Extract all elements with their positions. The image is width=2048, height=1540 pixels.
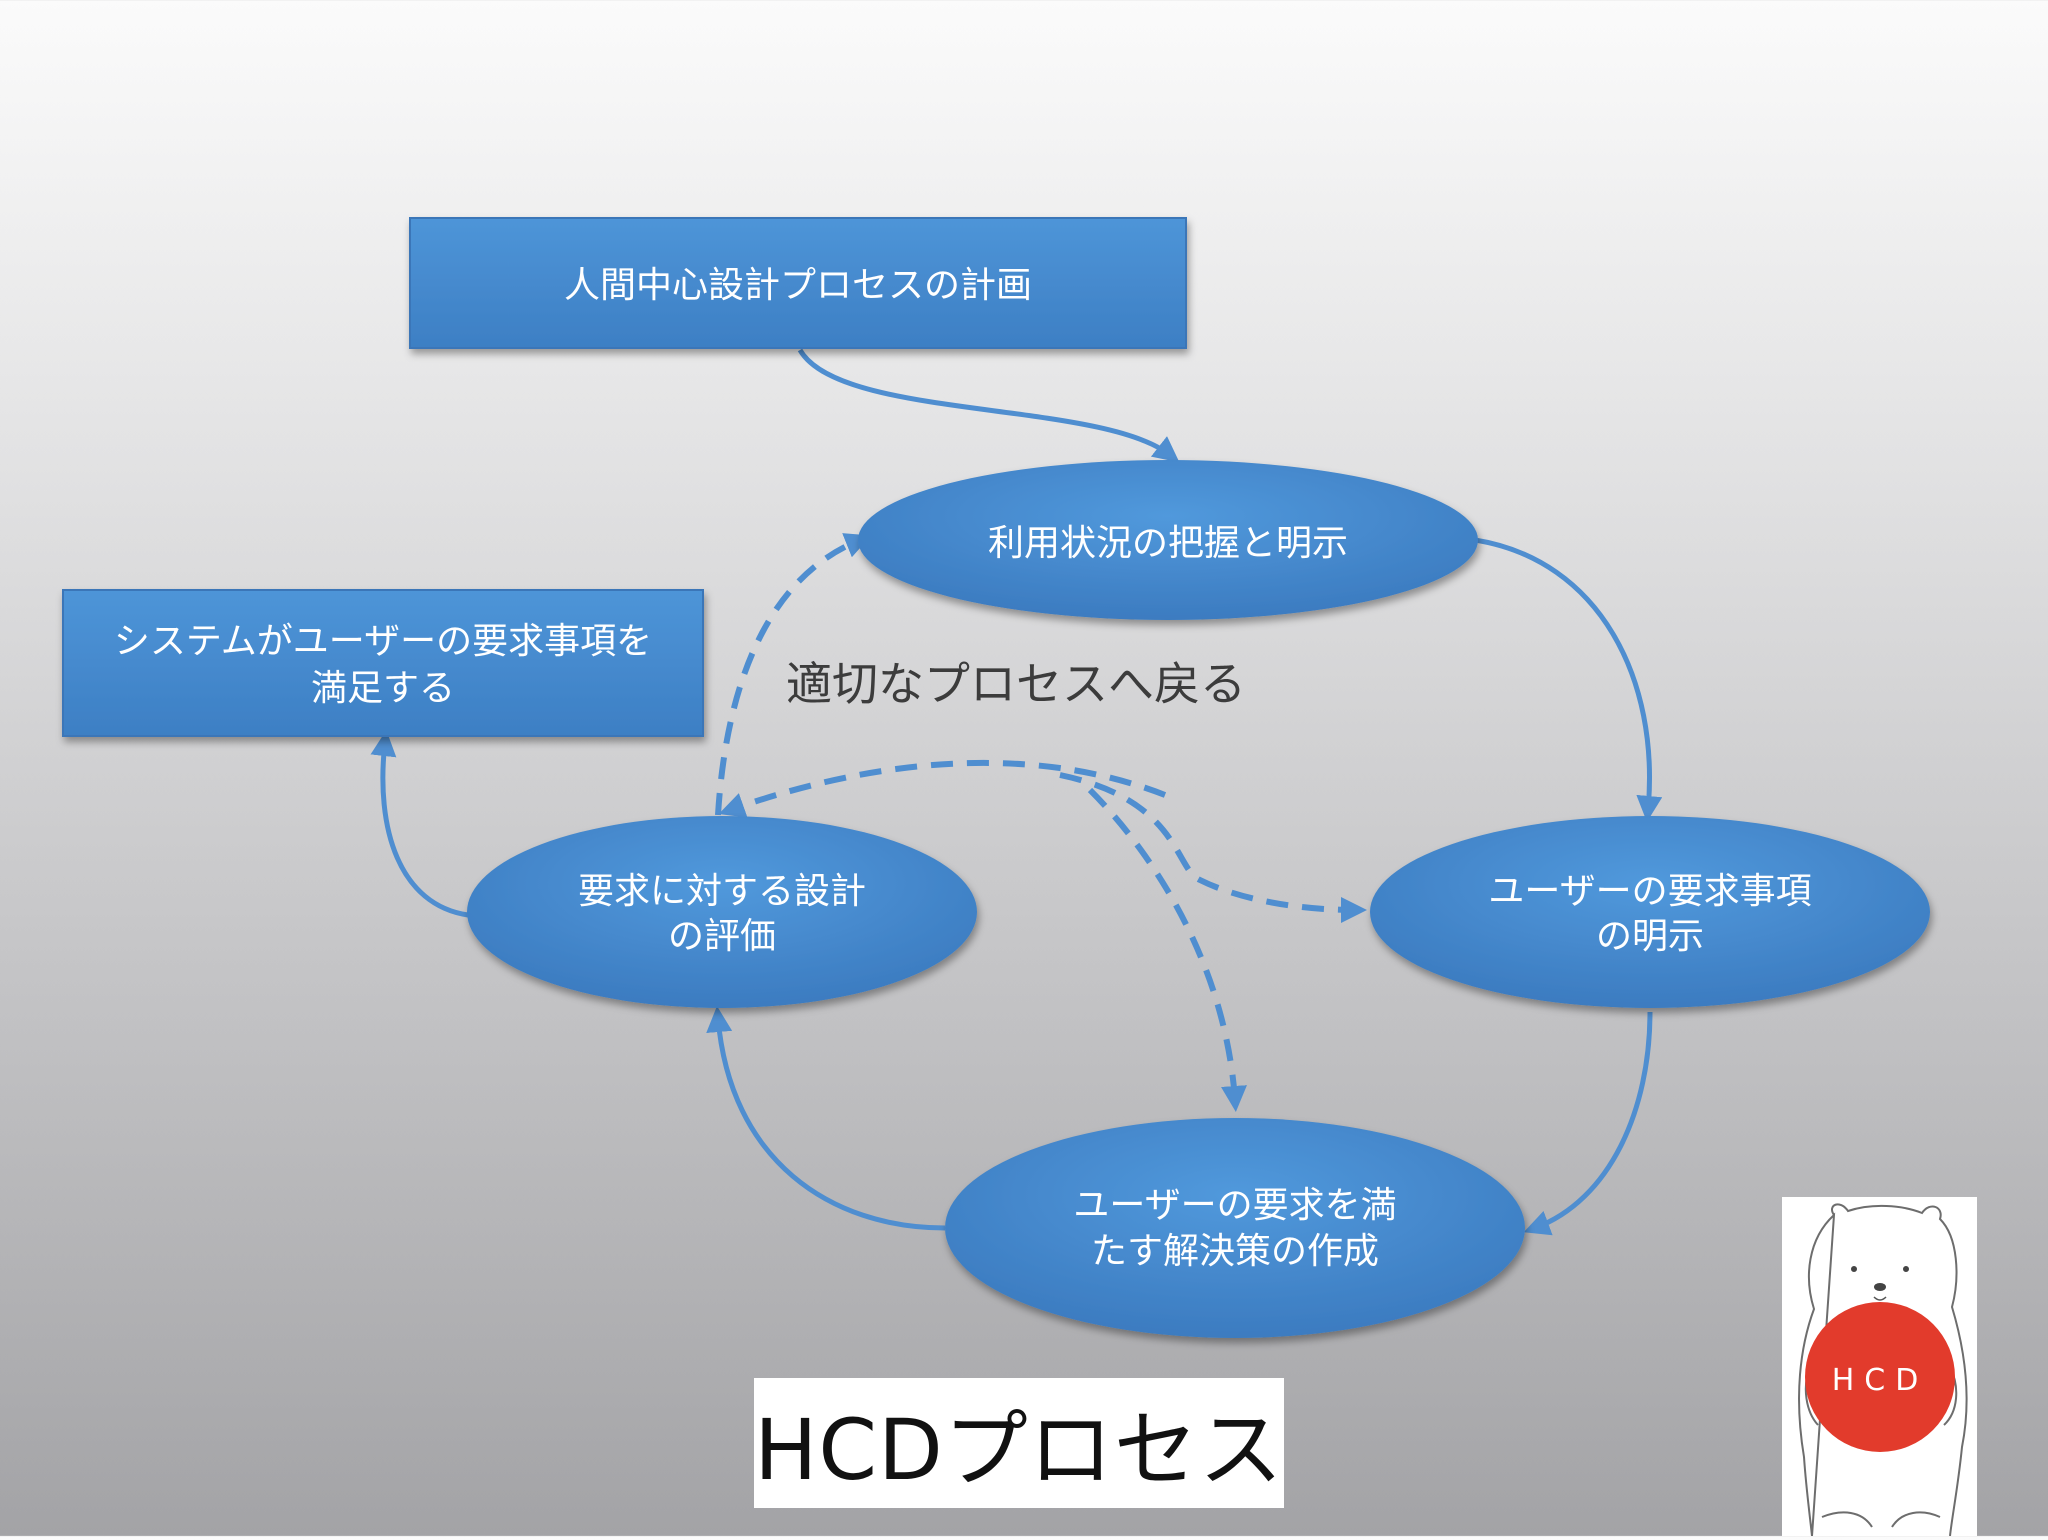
logo-hcd-text: HCD [1832,1363,1929,1398]
bear-illustration: HCD [1798,1203,1968,1537]
node-context-label: 利用状況の把握と明示 [988,523,1348,564]
return-label: 適切なプロセスへ戻る [786,657,1246,711]
node-evaluation-label-2: の評価 [668,916,776,957]
arrow-evaluation-to-satisfied [370,730,469,918]
node-solution-label-2: たす解決策の作成 [1091,1231,1379,1272]
slide-title: HCDプロセス [754,1400,1284,1499]
dashed-arrow-to-requirements [1059,772,1367,923]
slide-title-box: HCDプロセス [754,1378,1284,1508]
dashed-arrow-to-solution [1087,787,1247,1112]
hcd-bear-logo: HCD [1782,1197,1977,1537]
node-solution: ユーザーの要求を満 たす解決策の作成 [945,1118,1525,1338]
node-satisfied-label-1: システムがユーザーの要求事項を [114,621,652,662]
node-requirements-label-1: ユーザーの要求事項 [1488,871,1811,912]
node-satisfied-label-2: 満足する [311,668,455,709]
node-plan-label: 人間中心設計プロセスの計画 [564,265,1032,306]
red-ball [1805,1302,1955,1452]
dashed-arrow-to-evaluation [718,759,1167,818]
node-satisfied: システムがユーザーの要求事項を 満足する [62,589,704,737]
arrow-context-to-requirements [1474,537,1663,822]
node-context: 利用状況の把握と明示 [858,460,1478,620]
arrow-solution-to-evaluation [706,1006,946,1231]
node-evaluation: 要求に対する設計 の評価 [467,816,977,1008]
arrow-plan-to-context [797,348,1180,463]
dashed-arrow-to-context [715,533,872,816]
node-requirements: ユーザーの要求事項 の明示 [1370,816,1930,1008]
node-evaluation-label-1: 要求に対する設計 [578,871,866,912]
node-requirements-label-2: の明示 [1596,916,1704,957]
node-solution-label-1: ユーザーの要求を満 [1073,1185,1396,1226]
node-plan: 人間中心設計プロセスの計画 [409,217,1187,349]
arrow-requirements-to-solution [1523,1011,1653,1236]
